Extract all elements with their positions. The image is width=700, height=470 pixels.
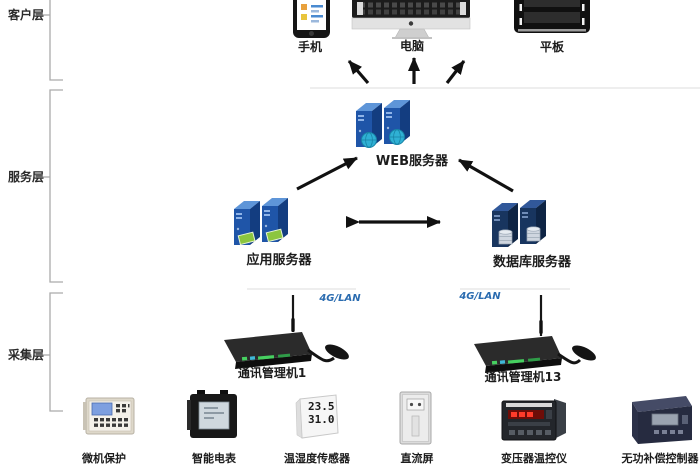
field-device-label-meter: 智能电表 [192, 452, 236, 465]
phone-label: 手机 [297, 40, 322, 54]
link-label-4g-lan-right: 4G/LAN [459, 291, 501, 302]
smart-meter-icon [187, 390, 237, 438]
database-server-icon [492, 200, 546, 247]
svg-text:23.5: 23.5 [308, 400, 335, 413]
field-device-label-temp-controller: 变压器温控仪 [501, 452, 567, 465]
field-device-label-protection: 微机保护 [82, 452, 126, 465]
layer-label-service: 服务层 [8, 170, 45, 184]
faint-divider-lines [247, 87, 700, 290]
application-server-icon [234, 198, 288, 246]
comm-gateway-icon [224, 295, 349, 369]
layer-label-client: 客户层 [8, 8, 45, 22]
transformer-temp-controller-icon [501, 399, 566, 441]
comm-gateway-icon [474, 295, 596, 373]
link-label-4g-lan-left: 4G/LAN [319, 293, 361, 304]
computer-label: 电脑 [399, 39, 424, 53]
field-device-label-dc-panel: 直流屏 [400, 452, 434, 465]
relay-protection-icon [83, 397, 135, 435]
gateway13-label: 通讯管理机13 [484, 370, 562, 384]
tablet-label: 平板 [539, 40, 564, 54]
field-device-label-var-compensator: 无功补偿控制器 [621, 452, 699, 465]
gateway1-label: 通讯管理机1 [237, 366, 307, 380]
svg-text:31.0: 31.0 [308, 413, 335, 426]
temp-humidity-sensor-icon: 23.5 31.0 [295, 394, 339, 439]
layer-label-acquisition: 采集层 [8, 348, 45, 362]
reactive-power-controller-icon [632, 396, 692, 444]
layer-brackets [36, 0, 63, 412]
tablet-icon [514, 0, 590, 33]
smartphone-icon [293, 0, 330, 38]
web-server-label: WEB服务器 [375, 154, 449, 169]
application-server-label: 应用服务器 [246, 253, 312, 268]
dc-panel-icon [399, 391, 432, 445]
web-server-icon [356, 100, 410, 148]
database-server-label: 数据库服务器 [492, 255, 571, 270]
field-device-label-sensor: 温湿度传感器 [284, 452, 350, 465]
desktop-computer-icon [351, 0, 471, 39]
connection-arrows [296, 57, 514, 228]
